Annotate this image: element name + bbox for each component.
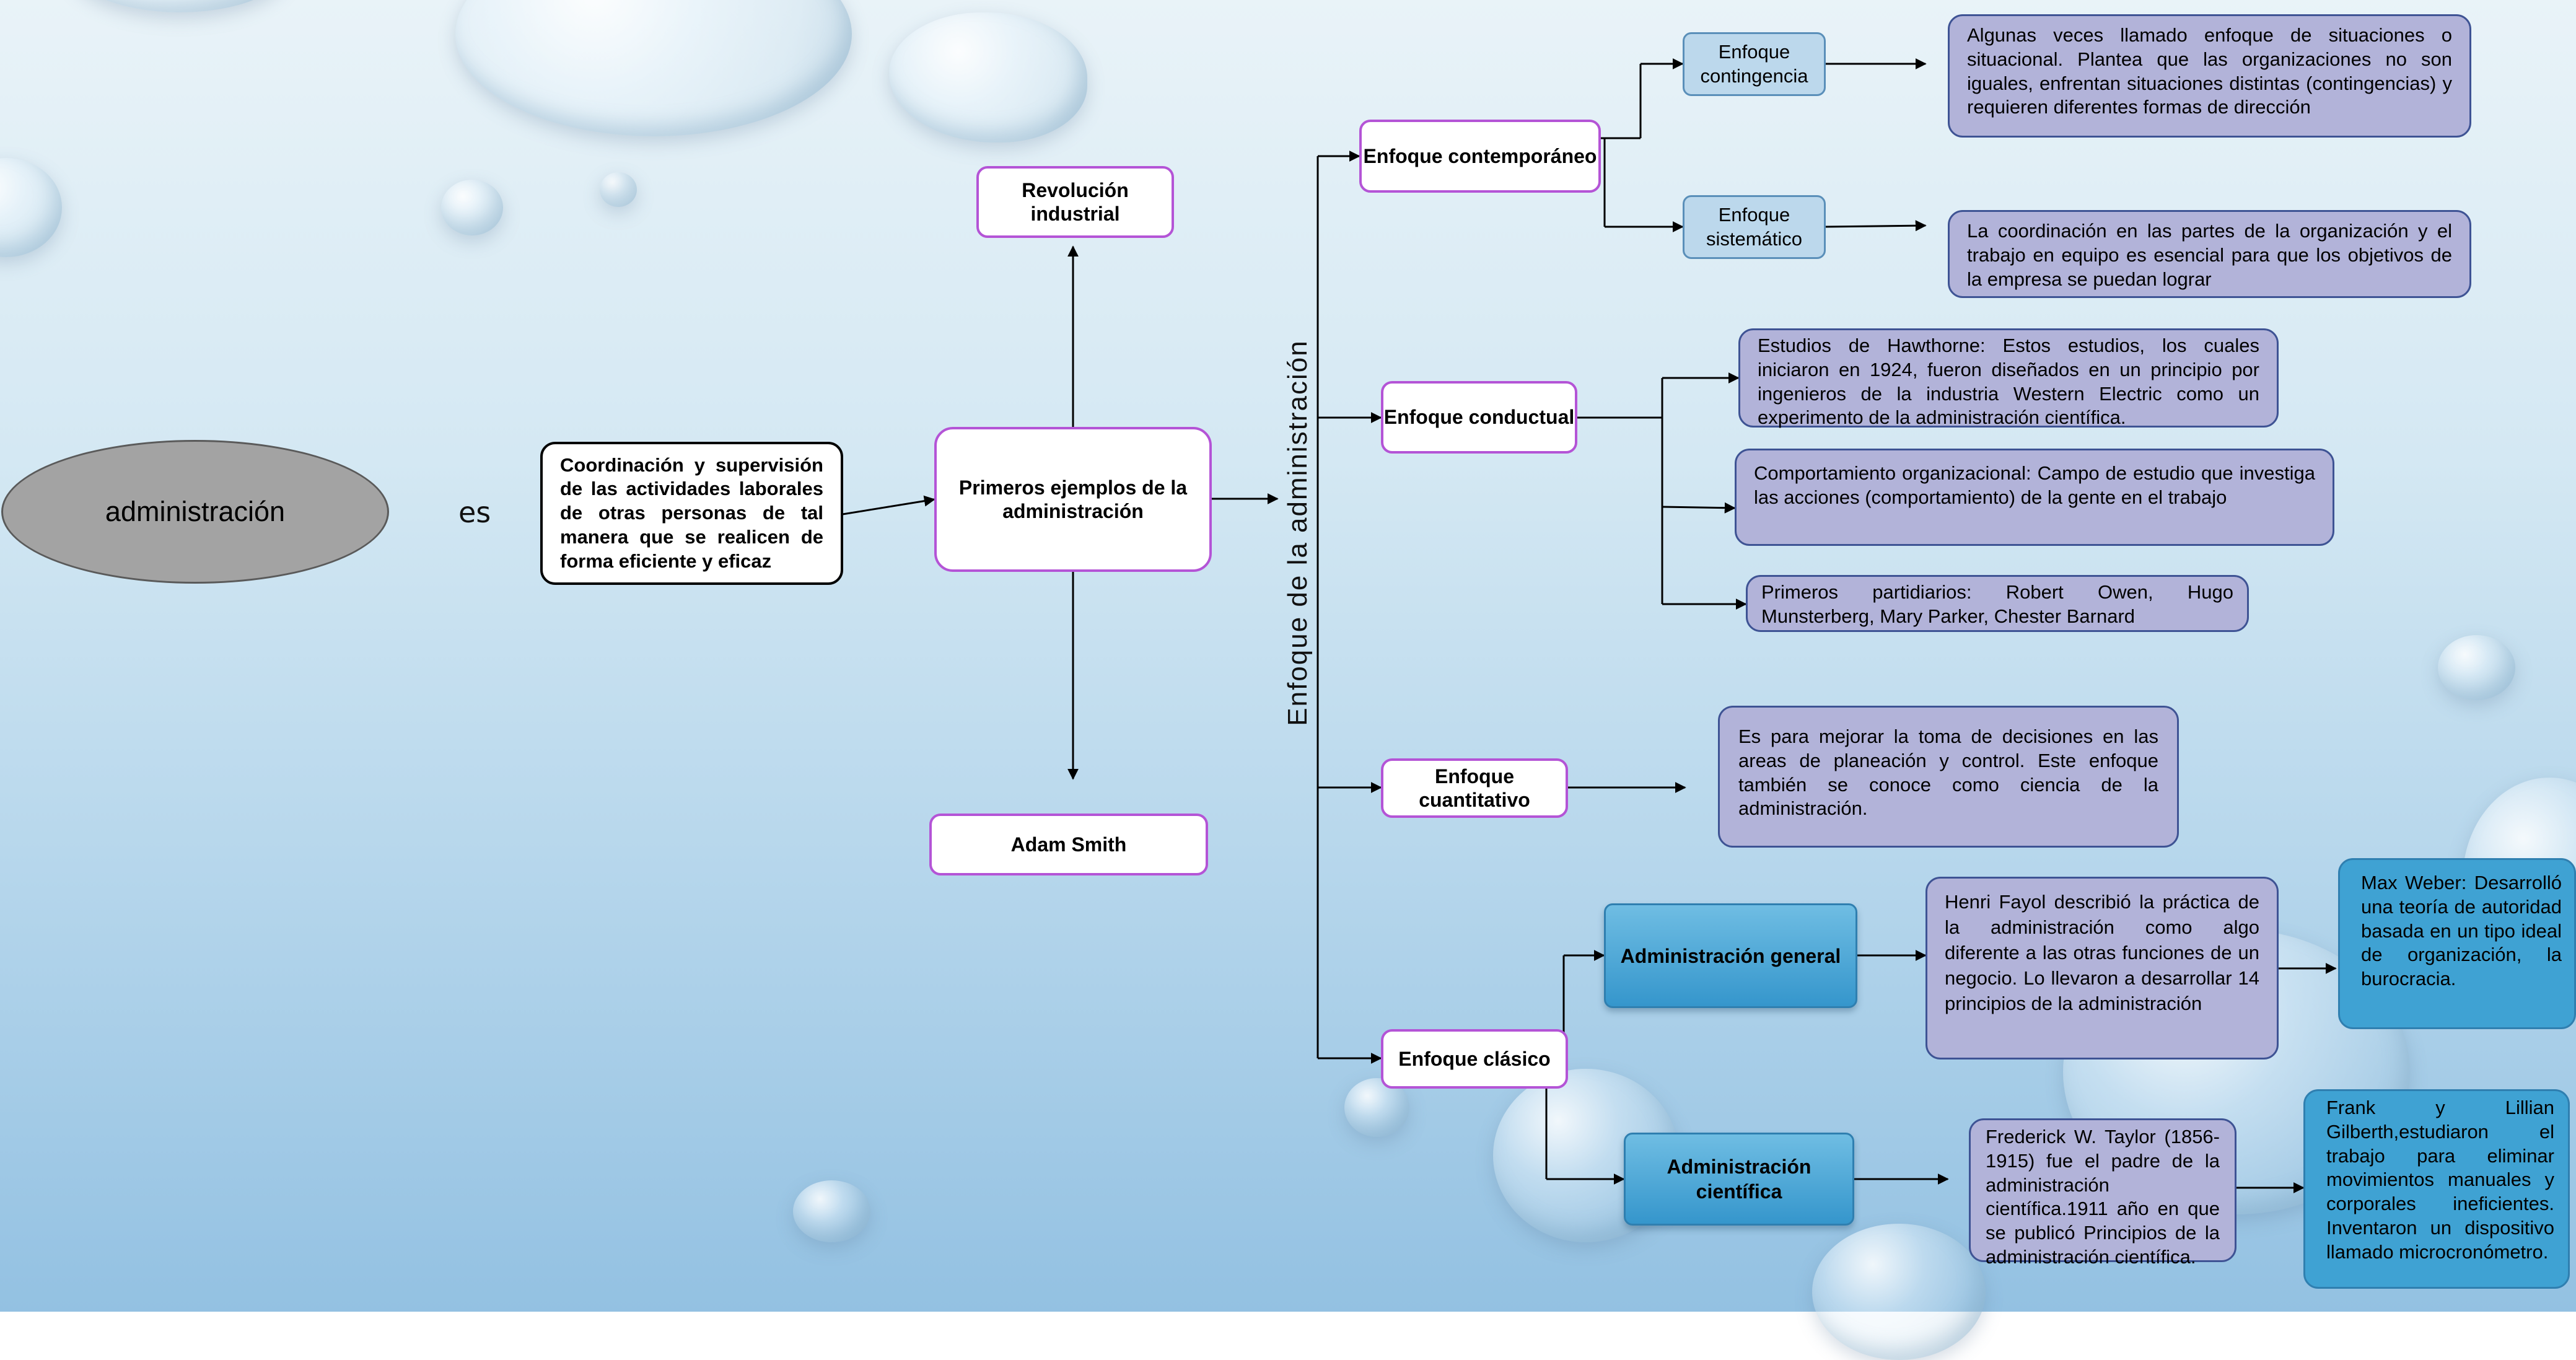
systematic-node: Enfoque sistemático (1683, 195, 1826, 259)
organizational-behavior-text: Comportamiento organizacional: Campo de … (1754, 462, 2315, 508)
gilbreth-text: Frank y Lillian Gilberth,estudiaron el t… (2326, 1097, 2554, 1263)
quantitative-approach-node: Enfoque cuantitativo (1381, 758, 1568, 818)
industrial-revolution-node: Revolución industrial (976, 166, 1174, 238)
taylor-text: Frederick W. Taylor (1856-1915) fue el p… (1986, 1126, 2220, 1268)
gilbreth-text-box: Frank y Lillian Gilberth,estudiaron el t… (2303, 1089, 2570, 1289)
industrial-revolution-label: Revolución industrial (1022, 178, 1129, 225)
definition-text: Coordinación y supervisión de las activi… (560, 454, 823, 572)
water-drop (889, 12, 1087, 143)
early-examples-title: Primeros ejemplos de la administración (958, 476, 1188, 522)
connector-es: es (458, 496, 491, 529)
contingency-title: Enfoque contingencia (1700, 40, 1808, 87)
general-administration-title: Administración general (1620, 944, 1841, 967)
weber-text-box: Max Weber: Desarrolló una teoría de auto… (2338, 858, 2576, 1029)
contingency-node: Enfoque contingencia (1683, 32, 1826, 96)
hawthorne-text: Estudios de Hawthorne: Estos estudios, l… (1758, 335, 2259, 429)
adam-smith-node: Adam Smith (929, 814, 1208, 875)
quantitative-text-box: Es para mejorar la toma de decisiones en… (1718, 706, 2179, 848)
classical-approach-title: Enfoque clásico (1398, 1047, 1551, 1070)
water-drop (600, 172, 637, 207)
main-concept-ellipse: administración (1, 440, 389, 584)
hawthorne-box: Estudios de Hawthorne: Estos estudios, l… (1738, 328, 2279, 428)
quantitative-text: Es para mejorar la toma de decisiones en… (1738, 726, 2158, 820)
water-drop (441, 180, 503, 235)
supporters-box: Primeros partidiarios: Robert Owen, Hugo… (1746, 575, 2249, 632)
scientific-administration-node: Administración científica (1624, 1133, 1854, 1226)
systematic-text-box: La coordinación en las partes de la orga… (1948, 210, 2471, 298)
general-administration-node: Administración general (1604, 903, 1857, 1008)
contemporary-approach-title: Enfoque contemporáneo (1363, 144, 1597, 167)
contemporary-approach-node: Enfoque contemporáneo (1359, 120, 1601, 193)
contingency-text-box: Algunas veces llamado enfoque de situaci… (1948, 14, 2471, 138)
adam-smith-label: Adam Smith (1010, 833, 1127, 856)
quantitative-approach-title: Enfoque cuantitativo (1419, 765, 1530, 811)
contingency-text: Algunas veces llamado enfoque de situaci… (1967, 24, 2452, 118)
taylor-text-box: Frederick W. Taylor (1856-1915) fue el p… (1969, 1118, 2236, 1268)
behavioral-approach-title: Enfoque conductual (1383, 406, 1575, 429)
supporters-text: Primeros partidiarios: Robert Owen, Hugo… (1761, 581, 2233, 627)
classical-approach-node: Enfoque clásico (1381, 1029, 1568, 1089)
scientific-administration-title: Administración científica (1667, 1156, 1812, 1203)
early-examples-node: Primeros ejemplos de la administración (934, 427, 1212, 572)
water-drop (2438, 635, 2515, 700)
behavioral-approach-node: Enfoque conductual (1381, 381, 1577, 454)
weber-text: Max Weber: Desarrolló una teoría de auto… (2361, 872, 2562, 989)
organizational-behavior-box: Comportamiento organizacional: Campo de … (1735, 449, 2334, 546)
definition-box: Coordinación y supervisión de las activi… (540, 442, 843, 585)
connector-lines (842, 58, 2337, 1193)
systematic-text: La coordinación en las partes de la orga… (1967, 220, 2452, 290)
main-concept-label: administración (105, 496, 286, 527)
water-drop (793, 1180, 870, 1242)
systematic-title: Enfoque sistemático (1706, 203, 1803, 250)
approach-label: Enfoque de la administración (1282, 340, 1313, 726)
fayol-text-box: Henri Fayol describió la práctica de la … (1925, 877, 2279, 1059)
fayol-text: Henri Fayol describió la práctica de la … (1945, 891, 2259, 1014)
